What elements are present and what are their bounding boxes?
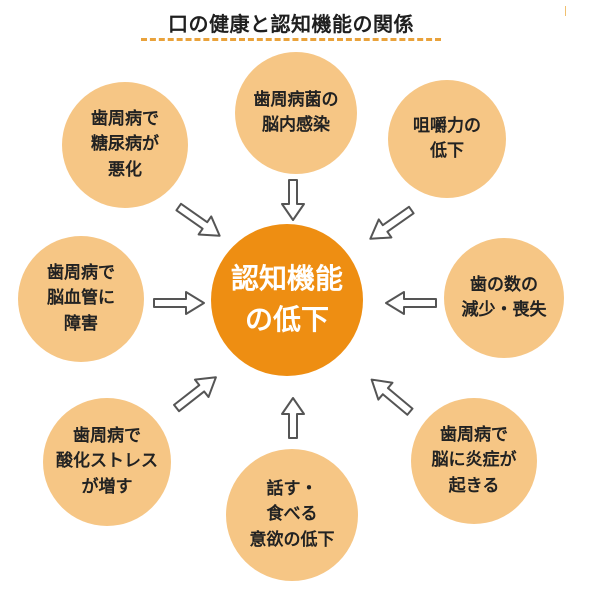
node-brain-inflammation: 歯周病で 脳に炎症が 起きる (411, 398, 537, 524)
arrow-bottom (281, 397, 305, 439)
arrow-right (385, 291, 437, 315)
arrow-top-left (175, 202, 221, 237)
node-oxidative-stress: 歯周病で 酸化ストレス が増す (43, 398, 171, 526)
arrow-top (281, 179, 305, 221)
node-tooth-loss: 歯の数の 減少・喪失 (444, 238, 564, 358)
arrow-bottom-right (370, 378, 414, 416)
title-underline (141, 38, 441, 41)
arrow-bottom-left (173, 376, 217, 413)
center-cognitive-decline: 認知機能 の低下 (211, 224, 363, 376)
node-motivation-decline: 話す・ 食べる 意欲の低下 (226, 449, 358, 581)
node-cerebrovascular-damage: 歯周病で 脳血管に 障害 (18, 236, 144, 362)
arrow-top-right (369, 205, 415, 240)
diagram-title: 口の健康と認知機能の関係 (168, 12, 414, 36)
node-diabetes-worsening: 歯周病で 糖尿病が 悪化 (62, 82, 188, 208)
node-chewing-power-decline: 咀嚼力の 低下 (388, 80, 506, 198)
arrow-left (153, 291, 205, 315)
node-periodontal-bacteria-brain-infection: 歯周病菌の 脳内感染 (235, 52, 357, 174)
corner-mark (565, 6, 566, 16)
